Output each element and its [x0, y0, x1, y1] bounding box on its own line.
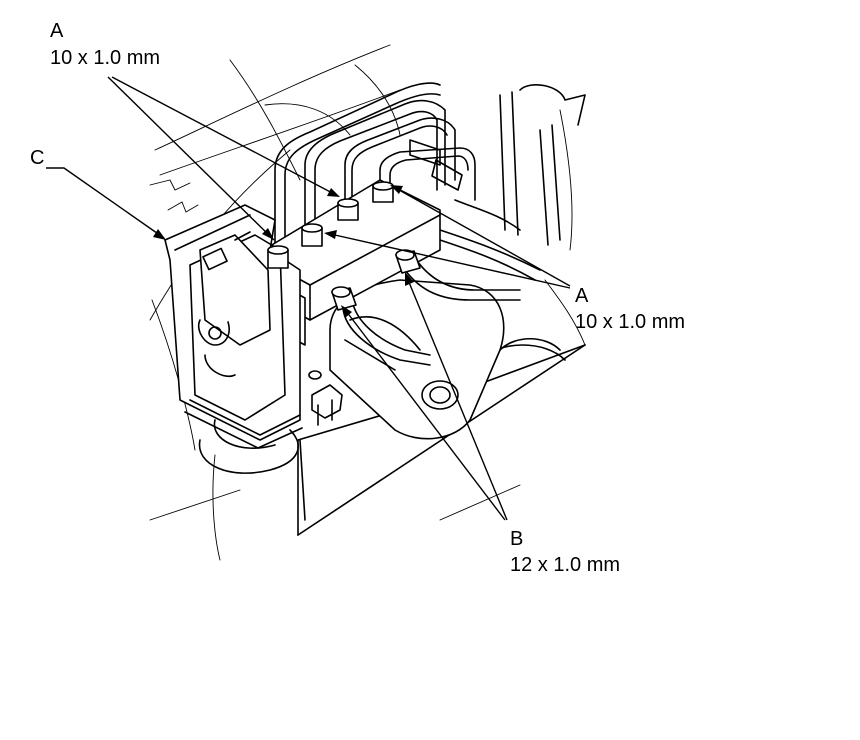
- callout-b-spec: 12 x 1.0 mm: [510, 554, 620, 576]
- callout-a-right-spec: 10 x 1.0 mm: [575, 311, 685, 333]
- a-fitting-2: [301, 223, 323, 247]
- brake-lines: [274, 82, 586, 281]
- b-fitting-1: [331, 286, 357, 311]
- mounting-bracket: [297, 344, 586, 536]
- connector: [308, 370, 343, 426]
- callout-a-right-letter: A: [575, 285, 589, 307]
- callout-c-letter: C: [30, 147, 44, 169]
- callout-a-top-letter: A: [50, 20, 64, 42]
- callout-b-letter: B: [510, 528, 523, 550]
- control-unit: [164, 204, 303, 449]
- leader-lines: [46, 76, 571, 521]
- a-fitting-1: [267, 245, 289, 269]
- b-fitting-2: [395, 249, 421, 274]
- a-fitting-3: [337, 198, 359, 221]
- callout-a-top-spec: 10 x 1.0 mm: [50, 47, 160, 69]
- a-fitting-4: [372, 181, 394, 203]
